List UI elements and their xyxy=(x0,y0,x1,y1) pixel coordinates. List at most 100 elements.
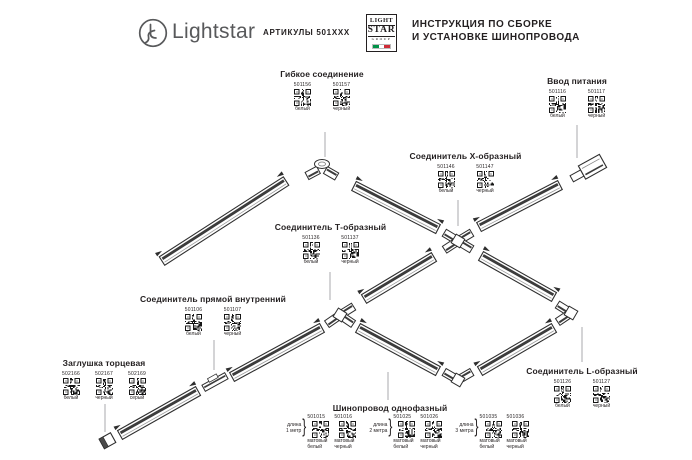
article-item: 501126 белый xyxy=(548,379,578,410)
article-number: 501157 xyxy=(332,82,351,88)
article-number: 501015 xyxy=(307,414,326,420)
article-item: 501137 черный xyxy=(335,235,365,266)
article-item: 501117 черный xyxy=(582,89,612,120)
component-label: Соединитель Х-образный xyxy=(409,151,522,161)
qr-code-icon xyxy=(185,314,202,331)
color-label: черный xyxy=(95,395,113,401)
color-label: белый xyxy=(303,259,319,265)
component-power-input: Ввод питания 501116 белый 501117 черный xyxy=(507,76,647,120)
article-number: 501117 xyxy=(587,89,606,95)
group-logo-line2: STAR xyxy=(367,24,396,38)
component-label: Соединитель L-образный xyxy=(526,366,638,376)
article-item: 501106 белый xyxy=(179,307,209,338)
article-number: 501036 xyxy=(506,414,525,420)
article-number: 501025 xyxy=(393,414,412,420)
color-label: серый xyxy=(129,395,145,401)
article-item: 501035 матовый белый xyxy=(480,414,507,451)
qr-code-icon xyxy=(341,242,359,259)
qr-code-icon xyxy=(302,242,320,259)
brace-glyph: } xyxy=(474,414,479,438)
article-item: 502167 черный xyxy=(91,371,118,402)
component-x-connector: Соединитель Х-образный 501146 белый 5011… xyxy=(398,151,533,195)
group-logo-line3: GROUP xyxy=(371,37,392,42)
color-label: черный xyxy=(341,259,359,265)
component-label: Соединитель прямой внутренний xyxy=(140,294,286,304)
article-item: 501026 матовый черный xyxy=(420,414,447,451)
article-item: 501136 белый xyxy=(296,235,326,266)
article-item: 501107 черный xyxy=(218,307,248,338)
group-logo-line1: LIGHT xyxy=(369,17,394,24)
article-item: 502166 белый xyxy=(58,371,85,402)
qr-code-icon xyxy=(588,96,605,113)
article-number: 501035 xyxy=(479,414,498,420)
color-label: матовый белый xyxy=(393,438,414,450)
color-label: белый xyxy=(438,188,454,194)
article-item: 501147 черный xyxy=(470,164,500,195)
color-label: матовый черный xyxy=(506,438,527,450)
lightstar-logo-icon xyxy=(138,18,168,48)
article-number: 501156 xyxy=(293,82,312,88)
color-label: черный xyxy=(592,403,611,409)
article-item: 501127 черный xyxy=(587,379,617,410)
article-number: 501116 xyxy=(548,89,567,95)
color-label: белый xyxy=(186,331,201,337)
color-label: черный xyxy=(332,106,351,112)
component-label: Шинопровод однофазный xyxy=(332,403,448,413)
instruction-title-line1: ИНСТРУКЦИЯ ПО СБОРКЕ xyxy=(412,19,553,30)
color-label: матовый белый xyxy=(307,438,328,450)
article-number: 501137 xyxy=(341,235,359,241)
article-number: 501106 xyxy=(184,307,203,313)
color-label: белый xyxy=(550,113,565,119)
qr-code-icon xyxy=(398,421,416,438)
qr-code-icon xyxy=(511,421,529,438)
article-item: 501025 матовый белый xyxy=(393,414,420,451)
article-number: 501136 xyxy=(302,235,320,241)
article-item: 501146 белый xyxy=(431,164,461,195)
instruction-title-line2: И УСТАНОВКЕ ШИНОПРОВОДА xyxy=(412,32,580,43)
color-label: черный xyxy=(587,113,606,119)
article-number: 502169 xyxy=(128,371,146,377)
component-l-connector: Соединитель L-образный 501126 белый 5011… xyxy=(512,366,652,410)
article-number: 502166 xyxy=(62,371,80,377)
article-item: 501116 белый xyxy=(543,89,573,120)
article-number: 502167 xyxy=(95,371,113,377)
article-item: 502169 серый xyxy=(124,371,151,402)
color-label: матовый черный xyxy=(334,438,355,450)
qr-code-icon xyxy=(339,421,357,438)
component-track: Шинопровод однофазный xyxy=(290,403,490,416)
qr-code-icon xyxy=(476,171,494,188)
brace-glyph: } xyxy=(302,414,307,438)
color-label: белый xyxy=(63,395,79,401)
article-number: 501126 xyxy=(553,379,572,385)
qr-code-icon xyxy=(549,96,566,113)
qr-code-icon xyxy=(95,378,113,395)
brand-name: Lightstar xyxy=(172,20,256,43)
qr-code-icon xyxy=(554,386,571,403)
article-item: 501156 белый xyxy=(288,82,318,113)
qr-code-icon xyxy=(294,89,311,106)
component-straight-connector: Соединитель прямой внутренний 501106 бел… xyxy=(133,294,293,338)
color-label: черный xyxy=(223,331,242,337)
component-label: Соединитель Т-образный xyxy=(274,222,387,232)
color-label: черный xyxy=(476,188,494,194)
component-label: Заглушка торцевая xyxy=(62,358,146,368)
article-item: 501016 матовый черный xyxy=(334,414,361,451)
component-label: Ввод питания xyxy=(547,76,607,86)
article-number: 501016 xyxy=(334,414,353,420)
component-flexible-connector: Гибкое соединение 501156 белый 501157 че… xyxy=(252,69,392,113)
article-number: 501026 xyxy=(420,414,439,420)
group-logo: LIGHT STAR GROUP xyxy=(366,14,397,52)
color-label: белый xyxy=(295,106,310,112)
qr-code-icon xyxy=(333,89,350,106)
color-label: матовый черный xyxy=(420,438,441,450)
qr-code-icon xyxy=(437,171,455,188)
qr-code-icon xyxy=(312,421,330,438)
